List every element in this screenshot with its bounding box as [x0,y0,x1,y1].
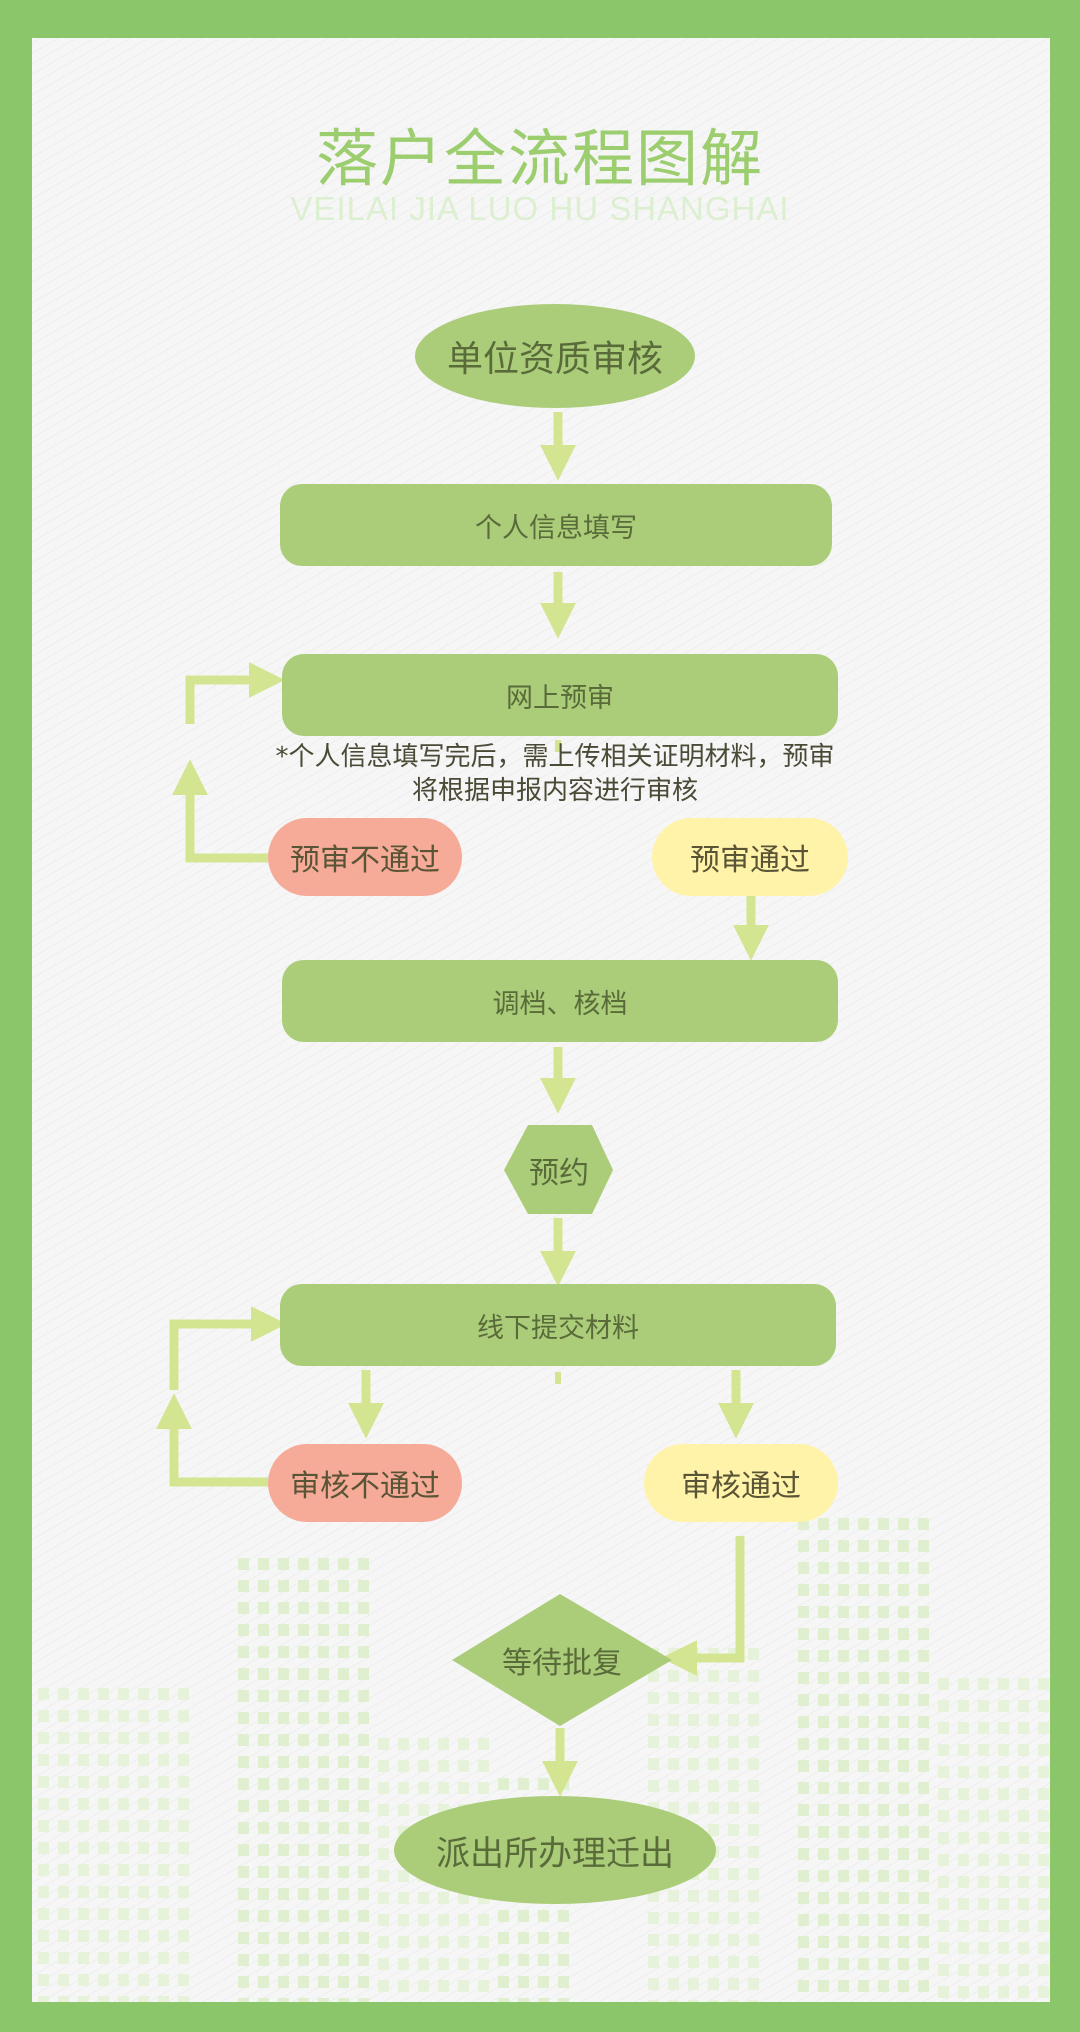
arrow-pass-to-approval [661,1536,745,1676]
connector-dot [555,1372,561,1384]
skyline-building [798,1518,929,1992]
await-approval-label: 等待批复 [502,1646,622,1681]
pre-review-fail-label: 预审不通过 [290,843,440,878]
pre-review-pass-node: 预审通过 [652,818,848,896]
audit-pass-node: 审核通过 [644,1444,838,1522]
police-transfer-label: 派出所办理迁出 [436,1833,674,1874]
pre-review-pass-label: 预审通过 [690,843,810,878]
file-transfer-label: 调档、核档 [492,988,628,1020]
arrow-prereview-fail-loop [172,759,268,863]
police-transfer-node: 派出所办理迁出 [394,1796,716,1904]
online-pre-review-label: 网上预审 [506,682,614,714]
await-approval-diamond [452,1594,672,1726]
pre-review-fail-node: 预审不通过 [268,818,462,896]
page-title: 落户全流程图解 [315,122,764,195]
appointment-label: 预约 [529,1156,589,1191]
audit-pass-label: 审核通过 [681,1469,801,1504]
unit-review-label: 单位资质审核 [446,339,663,380]
skyline-building [38,1688,189,2002]
personal-info-label: 个人信息填写 [475,512,637,544]
online-pre-review-node: 网上预审 [282,654,838,736]
offline-submit-label: 线下提交材料 [477,1312,639,1344]
file-transfer-node: 调档、核档 [282,960,838,1042]
connector-dot [555,740,561,752]
arrow-prereview-fail-loop-top [185,662,285,724]
pre-review-note: *个人信息填写完后，需上传相关证明材料，预审将根据申报内容进行审核 [275,742,835,806]
audit-fail-node: 审核不通过 [268,1444,462,1522]
unit-review-node: 单位资质审核 [415,304,695,408]
arrow-audit-fail-loop-top [169,1306,287,1390]
skyline-building [238,1558,369,2002]
audit-fail-label: 审核不通过 [290,1469,440,1504]
appointment-hexagon [504,1125,613,1214]
page-subtitle: VEILAI JIA LUO HU SHANGHAI [290,190,790,227]
skyline-building [938,1678,1049,1998]
arrow-audit-fail-loop [156,1393,268,1487]
personal-info-node: 个人信息填写 [280,484,832,566]
offline-submit-node: 线下提交材料 [280,1284,836,1366]
